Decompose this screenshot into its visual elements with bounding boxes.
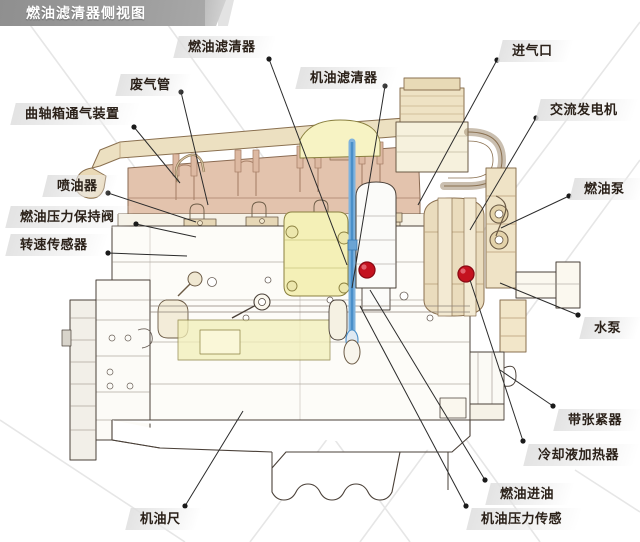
- leader-line-oil-filter: [351, 85, 386, 289]
- leader-line-coolant-heater: [469, 279, 524, 442]
- leader-line-fuel-pressure-valve: [135, 223, 197, 238]
- leader-dot-water-pump: [575, 312, 581, 318]
- leader-line-dipstick: [184, 410, 244, 507]
- label-text: 燃油进油: [500, 486, 555, 501]
- leader-dot-speed-sensor: [105, 250, 111, 256]
- leader-line-fuel-pump: [500, 195, 570, 229]
- label-text: 机油滤清器: [310, 70, 378, 85]
- callout-label-crankcase-breather: 曲轴箱通气装置: [10, 103, 140, 125]
- label-text: 燃油压力保持阀: [20, 209, 115, 224]
- label-text: 燃油滤清器: [188, 39, 256, 54]
- callout-label-exhaust-pipe: 废气管: [115, 74, 191, 96]
- leader-dot-crankcase-breather: [131, 124, 137, 130]
- leader-line-alternator: [469, 117, 537, 231]
- leader-line-exhaust-pipe: [180, 91, 209, 206]
- label-text: 喷油器: [57, 178, 98, 193]
- callout-label-air-intake: 进气口: [497, 40, 573, 62]
- leader-dot-belt-tensioner: [550, 403, 556, 409]
- label-text: 曲轴箱通气装置: [25, 106, 120, 121]
- page-title: 燃油滤清器侧视图: [26, 5, 146, 21]
- callout-label-alternator: 交流发电机: [535, 99, 638, 121]
- leader-dot-fuel-pressure-valve: [133, 221, 139, 227]
- callout-label-fuel-inlet: 燃油进油: [485, 483, 574, 505]
- leader-line-fuel-filter: [268, 58, 348, 266]
- label-text: 交流发电机: [550, 102, 618, 117]
- callout-label-oil-filter: 机油滤清器: [295, 67, 398, 89]
- leader-line-crankcase-breather: [133, 126, 181, 184]
- label-text: 带张紧器: [568, 412, 623, 427]
- label-text: 机油压力传感: [481, 511, 563, 526]
- callout-label-fuel-pump: 燃油泵: [569, 178, 640, 200]
- leader-line-air-intake: [417, 59, 498, 206]
- label-text: 进气口: [512, 43, 553, 58]
- leader-line-belt-tensioner: [499, 369, 554, 407]
- label-text: 转速传感器: [20, 237, 88, 252]
- label-text: 水泵: [594, 320, 622, 335]
- callout-label-fuel-pressure-valve: 燃油压力保持阀: [5, 206, 135, 228]
- leader-line-fuel-inlet: [369, 289, 486, 481]
- label-text: 废气管: [130, 77, 171, 92]
- title-banner: 燃油滤清器侧视图: [0, 0, 205, 26]
- callout-label-fuel-filter: 燃油滤清器: [173, 36, 276, 58]
- callout-label-coolant-heater: 冷却液加热器: [523, 444, 639, 466]
- leader-dot-oil-pressure-sensor: [463, 503, 469, 509]
- label-text: 燃油泵: [584, 181, 625, 196]
- callout-label-oil-pressure-sensor: 机油压力传感: [466, 508, 582, 530]
- callout-label-water-pump: 水泵: [579, 317, 640, 339]
- leader-line-water-pump: [499, 282, 579, 316]
- leader-dot-fuel-inlet: [482, 477, 488, 483]
- leader-line-oil-pressure-sensor: [359, 305, 467, 507]
- label-text: 机油尺: [140, 511, 181, 526]
- callout-label-dipstick: 机油尺: [125, 508, 201, 530]
- label-text: 冷却液加热器: [538, 447, 620, 462]
- callout-label-belt-tensioner: 带张紧器: [553, 409, 640, 431]
- leader-dot-coolant-heater: [520, 438, 526, 444]
- callout-label-injector: 喷油器: [42, 175, 118, 197]
- callout-label-speed-sensor: 转速传感器: [5, 234, 108, 256]
- leader-line-speed-sensor: [107, 252, 188, 257]
